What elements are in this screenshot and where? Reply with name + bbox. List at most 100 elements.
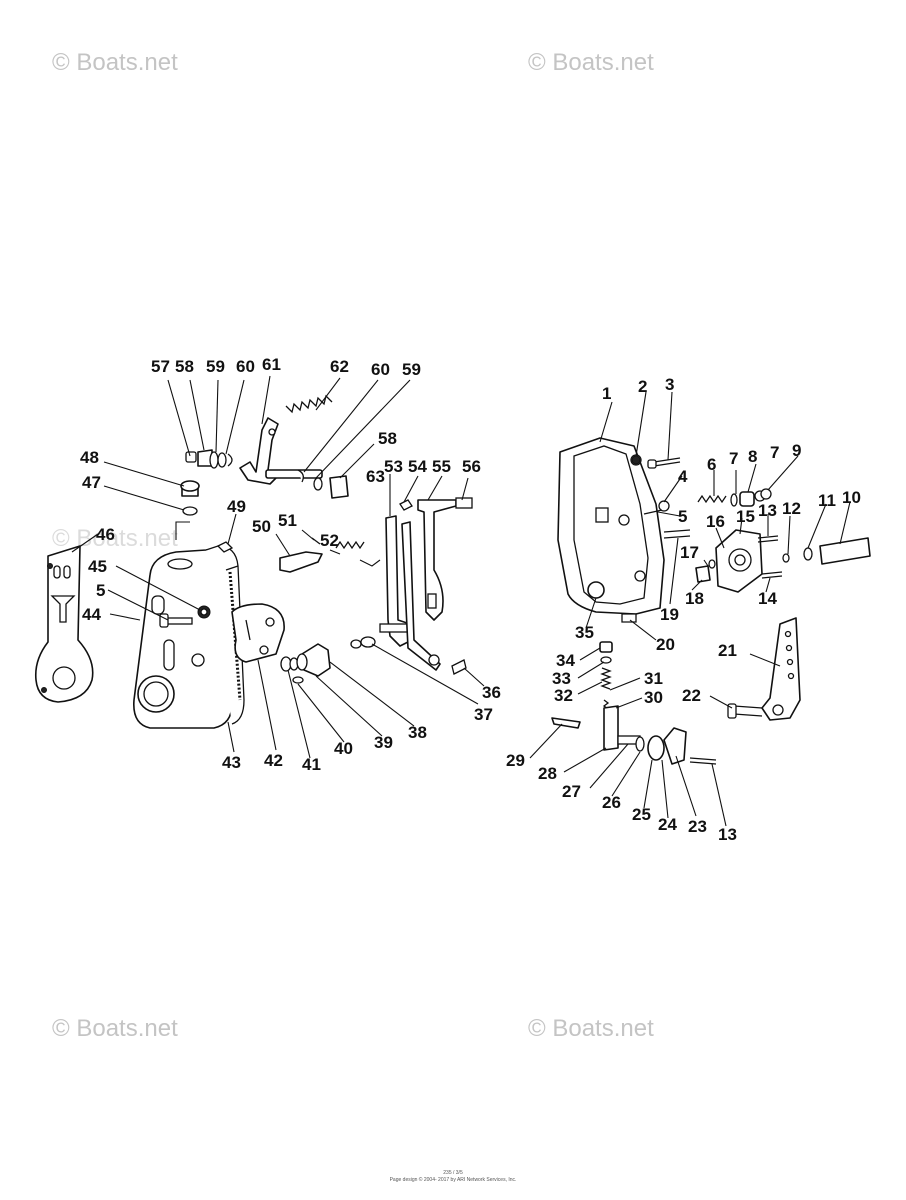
- small-lever-drawing: [279, 537, 323, 573]
- part-label: 41: [302, 755, 321, 774]
- part-label: 3: [665, 375, 674, 394]
- slotted-lever-drawing: [417, 497, 473, 621]
- part-label: 44: [82, 605, 101, 624]
- part-label: 28: [538, 764, 557, 783]
- part-label: 63: [366, 467, 385, 486]
- bolt-drawing: [761, 571, 783, 579]
- part-label: 37: [474, 705, 493, 724]
- bolt-drawing: [663, 529, 691, 539]
- roller-stack-drawing: [635, 727, 717, 765]
- part-label: 12: [782, 499, 801, 518]
- part-label: 11: [818, 491, 836, 510]
- part-labels: 1 2 3 4 5 5 6 7 7 8 9 10 11 12 13 13 14 …: [80, 355, 861, 844]
- part-label: 48: [80, 448, 99, 467]
- part-label: 25: [632, 805, 651, 824]
- part-label: 39: [374, 733, 393, 752]
- part-label: 1: [602, 384, 611, 403]
- leader-lines: [71, 375, 851, 827]
- shaft-hardware-drawing: [185, 449, 323, 491]
- bearing-stack-drawing: [280, 636, 376, 684]
- part-label: 23: [688, 817, 707, 836]
- clip-drawing: [216, 541, 234, 553]
- part-label: 54: [408, 457, 427, 476]
- gear-case-drawing: [133, 545, 245, 729]
- spring-drawing: [335, 540, 365, 550]
- part-label: 4: [678, 467, 688, 486]
- part-label: 58: [378, 429, 397, 448]
- stud-drawing: [451, 659, 467, 675]
- watermark: © Boats.net: [52, 525, 178, 552]
- part-label: 27: [562, 782, 581, 801]
- vertical-stack-drawing: [599, 641, 613, 713]
- part-label: 56: [462, 457, 481, 476]
- pin-drawing: [399, 499, 413, 511]
- screw-drawing: [621, 613, 637, 623]
- part-label: 13: [718, 825, 737, 844]
- part-label: 6: [707, 455, 716, 474]
- part-label: 18: [685, 589, 704, 608]
- part-label: 46: [96, 525, 115, 544]
- part-label: 43: [222, 753, 241, 772]
- adjuster-screw-drawing: [697, 488, 772, 507]
- part-label: 61: [262, 355, 281, 374]
- pin-set-drawing: [782, 537, 871, 565]
- spring-drawing: [285, 394, 333, 414]
- part-label: 36: [482, 683, 501, 702]
- part-label: 42: [264, 751, 283, 770]
- watermark: © Boats.net: [528, 49, 654, 76]
- watermark: © Boats.net: [528, 1015, 654, 1042]
- part-label: 20: [656, 635, 675, 654]
- part-label: 35: [575, 623, 594, 642]
- part-label: 57: [151, 357, 170, 376]
- part-label: 24: [658, 815, 677, 834]
- cover-bolts-drawing: [631, 455, 681, 515]
- part-label: 60: [236, 357, 255, 376]
- part-label: 9: [792, 441, 801, 460]
- bushing-drawing: [329, 475, 349, 499]
- part-label: 5: [678, 507, 687, 526]
- part-label: 33: [552, 669, 571, 688]
- oil-plug-drawing: [175, 480, 200, 540]
- part-label: 16: [706, 512, 725, 531]
- part-label: 60: [371, 360, 390, 379]
- part-label: 21: [718, 641, 737, 660]
- part-label: 29: [506, 751, 525, 770]
- bushing-drawing: [695, 559, 716, 583]
- part-label: 59: [206, 357, 225, 376]
- wedge-drawing: [551, 717, 581, 729]
- bracket-plate-drawing: [34, 545, 94, 703]
- part-label: 15: [736, 507, 755, 526]
- part-label: 10: [842, 488, 861, 507]
- part-label: 30: [644, 688, 663, 707]
- part-label: 59: [402, 360, 421, 379]
- part-label: 58: [175, 357, 194, 376]
- part-label: 47: [82, 473, 101, 492]
- guide-arm-drawing: [401, 521, 441, 671]
- main-cover-drawing: [557, 437, 665, 615]
- part-label: 34: [556, 651, 575, 670]
- part-label: 22: [682, 686, 701, 705]
- part-label: 17: [680, 543, 699, 562]
- part-label: 19: [660, 605, 679, 624]
- part-label: 7: [770, 443, 779, 462]
- part-label: 55: [432, 457, 451, 476]
- clevis-drawing: [603, 705, 641, 751]
- part-label: 13: [758, 501, 777, 520]
- footer-page: 235 / 3/5: [443, 1170, 463, 1176]
- bolt-drawing: [733, 705, 763, 717]
- footer-copyright: Page design © 2004- 2017 by ARI Network …: [389, 1177, 517, 1183]
- watermark: © Boats.net: [52, 49, 178, 76]
- flange-plate-drawing: [715, 529, 763, 593]
- part-label: 14: [758, 589, 777, 608]
- part-label: 8: [748, 447, 757, 466]
- bolt-drawing: [757, 535, 779, 543]
- cam-block-drawing: [231, 603, 285, 663]
- link-arm-drawing: [761, 617, 801, 721]
- part-label: 31: [644, 669, 663, 688]
- part-label: 7: [729, 449, 738, 468]
- part-label: 53: [384, 457, 403, 476]
- part-label: 62: [330, 357, 349, 376]
- part-label: 49: [227, 497, 246, 516]
- part-label: 40: [334, 739, 353, 758]
